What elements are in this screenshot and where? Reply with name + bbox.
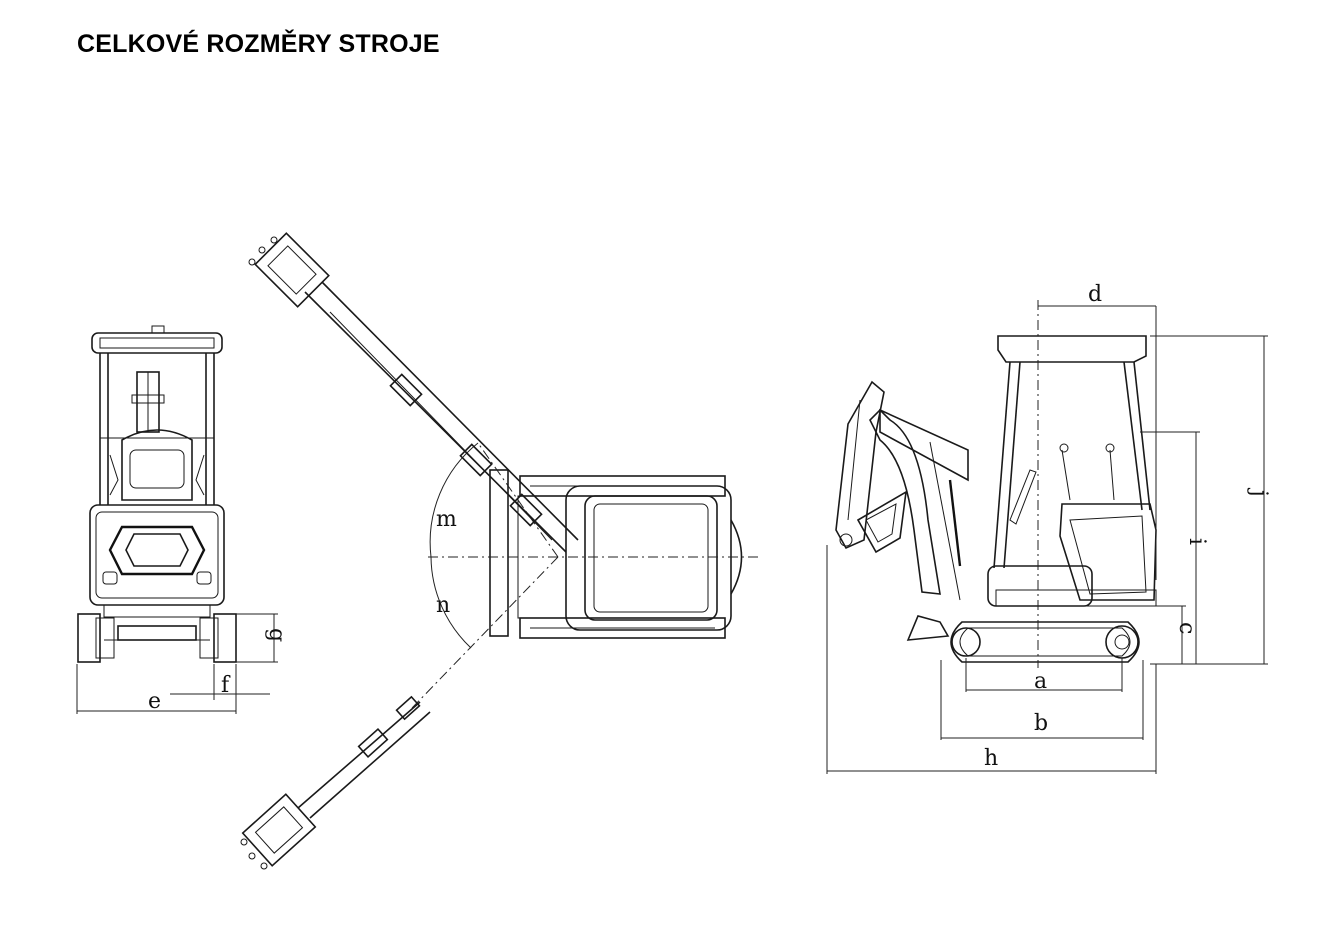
top-view: [240, 232, 758, 870]
dim-label-g: g: [264, 628, 289, 642]
dim-label-b: b: [1034, 711, 1048, 736]
dim-label-j: j: [1246, 487, 1271, 497]
front-view: [77, 325, 237, 663]
dim-label-a: a: [1034, 669, 1047, 694]
dim-label-n: n: [436, 593, 450, 618]
dim-label-f: f: [221, 673, 231, 698]
dim-label-e: e: [148, 689, 161, 714]
dim-label-i: i: [1184, 538, 1209, 545]
side-dimensions: [826, 305, 1268, 774]
front-dimensions: [76, 613, 278, 714]
side-view: [835, 300, 1157, 668]
dim-label-d: d: [1088, 282, 1102, 307]
dim-label-c: c: [1174, 622, 1199, 634]
dim-label-m: m: [436, 507, 457, 532]
dim-label-h: h: [984, 746, 998, 771]
page-title: CELKOVÉ ROZMĚRY STROJE: [77, 30, 440, 58]
